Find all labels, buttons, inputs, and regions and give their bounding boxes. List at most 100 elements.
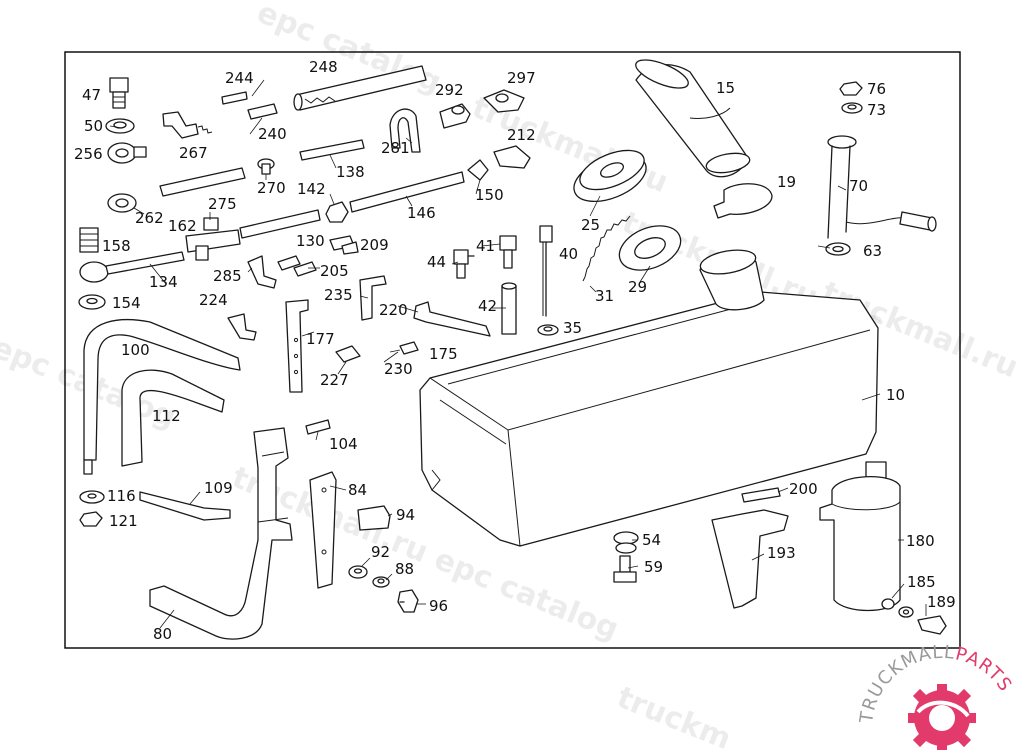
part-224-bracket <box>227 313 257 341</box>
part-73-washer <box>841 102 863 114</box>
part-212-clip <box>493 145 531 169</box>
part-285-bracket <box>247 255 277 289</box>
part-116-washer <box>79 490 105 504</box>
callout-92: 92 <box>371 543 390 561</box>
callout-100: 100 <box>121 341 150 359</box>
part-292-clamp <box>439 103 471 129</box>
part-270-grommet <box>257 158 275 175</box>
part-92-washer <box>348 565 368 579</box>
part-54-cap <box>613 531 639 554</box>
callout-10: 10 <box>886 386 905 404</box>
callout-15: 15 <box>716 79 735 97</box>
callout-189: 189 <box>927 593 956 611</box>
callout-35: 35 <box>563 319 582 337</box>
callout-162: 162 <box>168 217 197 235</box>
part-193-bracket <box>711 509 789 609</box>
part-200-pad <box>741 487 781 503</box>
callout-185: 185 <box>907 573 936 591</box>
part-121-nut <box>79 511 103 527</box>
callout-29: 29 <box>628 278 647 296</box>
part-80-bracket <box>149 427 293 640</box>
part-154-washer <box>78 294 106 310</box>
callout-59: 59 <box>644 558 663 576</box>
callout-154: 154 <box>112 294 141 312</box>
logo-text-parts: PARTS <box>953 643 1016 695</box>
part-44-valve <box>453 249 475 279</box>
callout-212: 212 <box>507 126 536 144</box>
callout-285: 285 <box>213 267 242 285</box>
part-227-pad <box>335 345 361 363</box>
callout-275: 275 <box>208 195 237 213</box>
callout-96: 96 <box>429 597 448 615</box>
callout-200: 200 <box>789 480 818 498</box>
part-96-bolt <box>397 589 419 613</box>
callout-235: 235 <box>324 286 353 304</box>
logo-gear-icon <box>908 684 976 750</box>
callout-177: 177 <box>306 330 335 348</box>
part-59-bolt <box>613 555 637 583</box>
part-35-washer <box>537 324 559 336</box>
callout-205: 205 <box>320 262 349 280</box>
part-189-bolt <box>917 615 947 635</box>
callout-281: 281 <box>381 139 410 157</box>
part-267-elbow <box>162 111 213 139</box>
callout-104: 104 <box>329 435 358 453</box>
leader-lines <box>109 79 927 629</box>
watermark-bottom-right: truckm <box>612 680 736 750</box>
callout-134: 134 <box>149 273 178 291</box>
part-175-pad <box>399 341 419 355</box>
callout-50: 50 <box>84 117 103 135</box>
callout-158: 158 <box>102 237 131 255</box>
callout-40: 40 <box>559 245 578 263</box>
callouts: 47 50 256 244 248 240 267 292 297 15 76 … <box>74 58 956 643</box>
callout-193: 193 <box>767 544 796 562</box>
part-25-cap <box>573 149 647 203</box>
part-10-fuel-tank <box>419 291 879 547</box>
part-109-bracket <box>139 491 231 521</box>
part-220-bracket <box>413 301 491 337</box>
part-146-tube <box>349 171 465 213</box>
part-88-lockwasher <box>372 576 390 588</box>
callout-116: 116 <box>107 487 136 505</box>
callout-146: 146 <box>407 204 436 222</box>
part-94-block <box>357 505 391 531</box>
callout-150: 150 <box>475 186 504 204</box>
callout-44: 44 <box>427 253 446 271</box>
part-150-clip <box>467 159 489 181</box>
callout-267: 267 <box>179 144 208 162</box>
callout-227: 227 <box>320 371 349 389</box>
callout-88: 88 <box>395 560 414 578</box>
callout-121: 121 <box>109 512 138 530</box>
part-31-chain <box>582 215 631 282</box>
part-70-sender <box>827 135 937 239</box>
part-248-hose <box>293 65 427 111</box>
part-275-tube <box>239 209 321 239</box>
callout-244: 244 <box>225 69 254 87</box>
callout-230: 230 <box>384 360 413 378</box>
part-76-nut <box>839 81 863 96</box>
callout-112: 112 <box>152 407 181 425</box>
callout-70: 70 <box>849 177 868 195</box>
callout-240: 240 <box>258 125 287 143</box>
callout-19: 19 <box>777 173 796 191</box>
callout-54: 54 <box>642 531 661 549</box>
part-235-bracket <box>359 275 387 321</box>
part-177-strap <box>285 299 309 393</box>
part-262-banjo <box>107 193 137 213</box>
callout-73: 73 <box>867 101 886 119</box>
parts: 47 50 256 244 248 240 267 292 297 15 76 … <box>74 58 956 643</box>
part-209-clip <box>341 241 359 255</box>
diagram-frame <box>64 51 961 649</box>
callout-31: 31 <box>595 287 614 305</box>
part-281-bracket <box>389 108 421 153</box>
part-tank-neck <box>699 249 765 311</box>
callout-248: 248 <box>309 58 338 76</box>
part-42-tube <box>501 282 517 335</box>
part-47-bolt <box>109 77 129 109</box>
part-240-sleeve <box>247 103 278 120</box>
part-84-strap <box>309 471 337 589</box>
truckmall-logo: TRUCKMALLPARTS <box>856 642 1016 750</box>
part-63-gasket <box>825 242 851 256</box>
callout-220: 220 <box>379 301 408 319</box>
callout-47: 47 <box>82 86 101 104</box>
